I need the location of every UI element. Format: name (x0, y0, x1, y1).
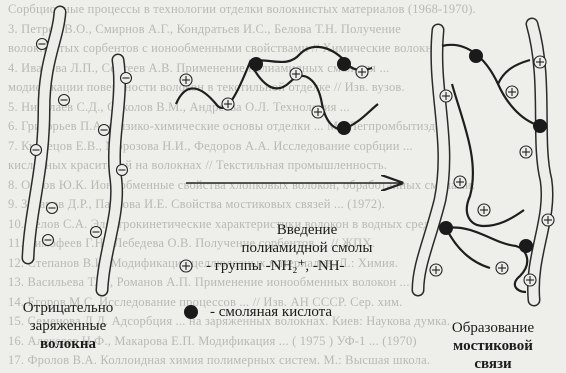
plus-sign-icon (180, 260, 192, 272)
fiber (102, 60, 120, 290)
right-fibers (418, 24, 554, 300)
resin-chain (176, 47, 378, 135)
bridge-chain (442, 45, 540, 126)
bridge-chain (452, 84, 524, 226)
resin-acid-dot-icon (184, 305, 198, 319)
plus-sign-icon (180, 66, 368, 118)
resin-acid-dot (337, 121, 351, 135)
resin-acid-dot (337, 57, 351, 71)
bridge-chain (446, 227, 527, 292)
bridge-chain (498, 60, 530, 84)
left-fibers (28, 12, 132, 290)
resin-acid-dot (249, 57, 263, 71)
resin-acid-dot (439, 221, 453, 235)
resin-acid-dot (533, 119, 547, 133)
resin-acid-dot (469, 49, 483, 63)
resin-acid-dot (519, 239, 533, 253)
